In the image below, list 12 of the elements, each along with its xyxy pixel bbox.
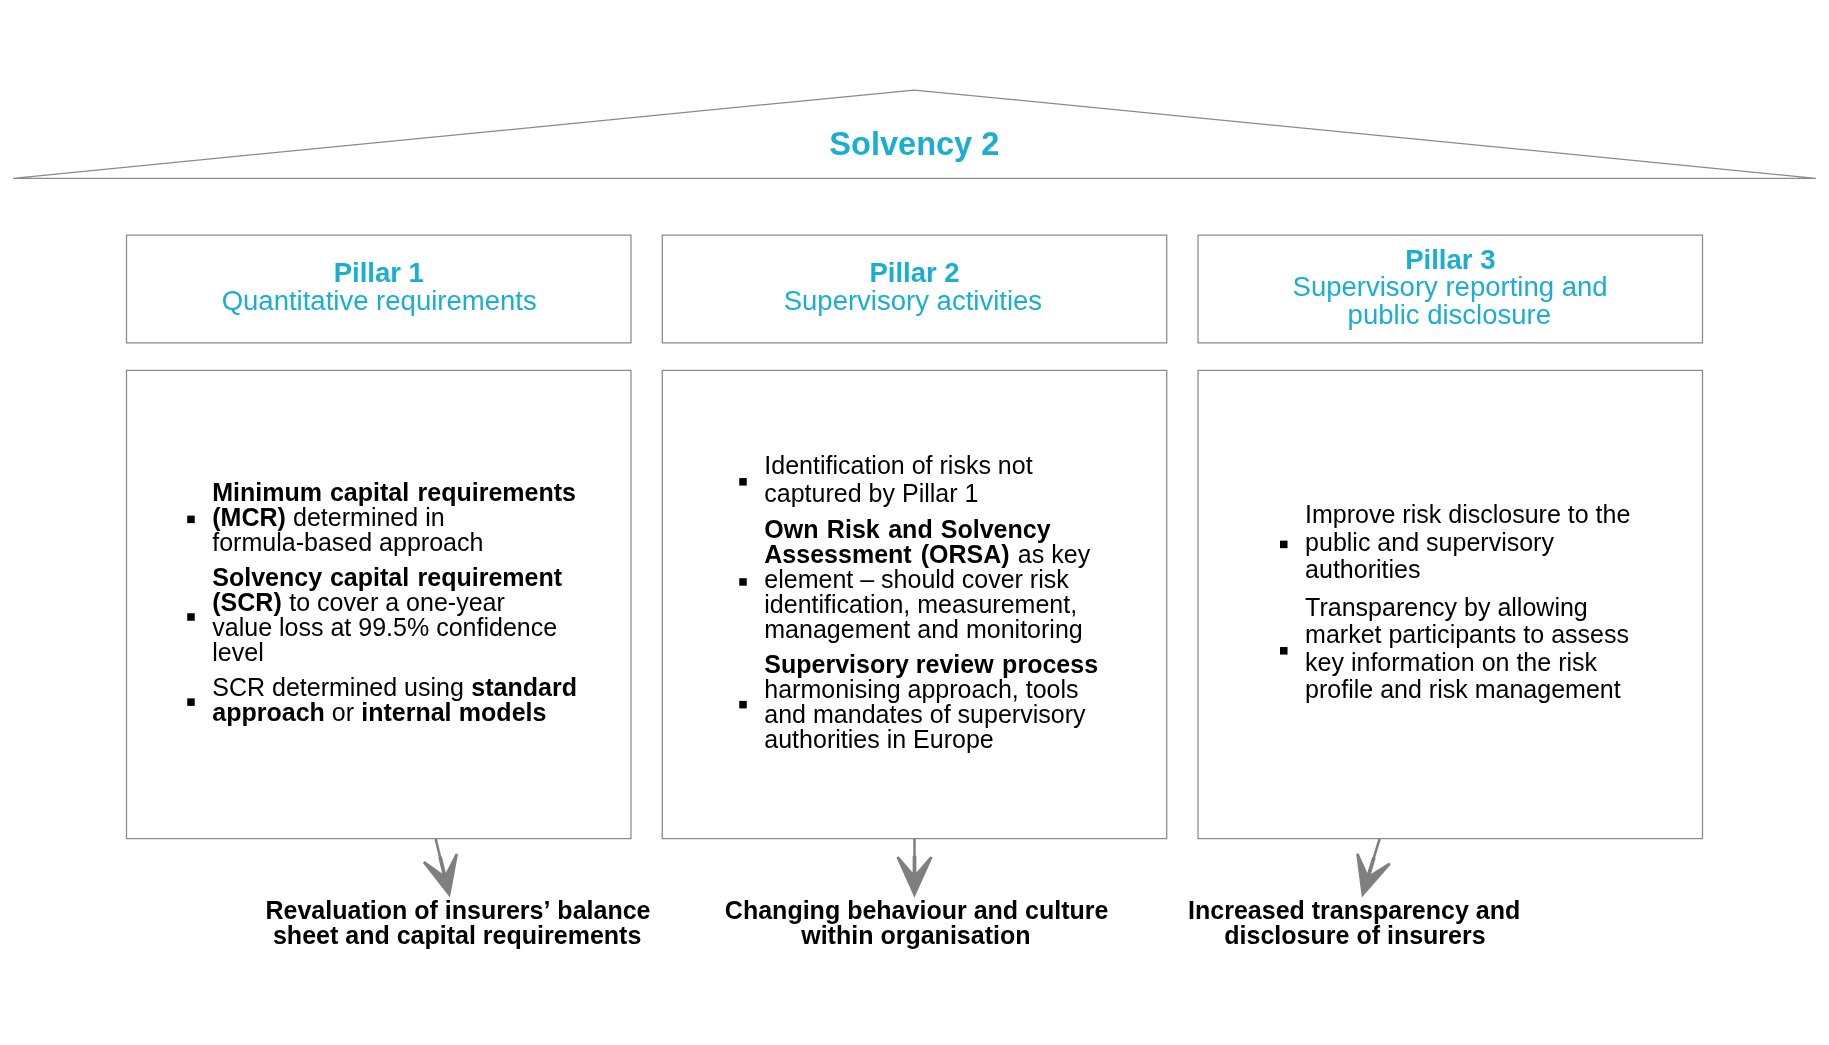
node-text: Increased transparency and disclosure of insurers [1188,895,1521,949]
node-box: Identification of risks not captured by Pillar 1 Own Risk and Solvency Assessment (ORSA) as key element – should cover risk identification, measurement, management and monitoring Supervisory review process harmonising approach, tools and mandates of supervisory authorities in Europe [661,369,1168,840]
node-box: Pillar 2 Supervisory activities [661,234,1168,344]
node-text: Changing behaviour and culture within organisation [724,895,1109,949]
node-text: Revaluation of insurers’ balance sheet and capital requirements [265,895,651,949]
arrow [1356,838,1391,896]
arrow [896,838,933,896]
node-box: Pillar 3 Supervisory reporting and public disclosure [1197,234,1704,344]
arrow [422,838,458,896]
node-box: Pillar 1 Quantitative requirements [125,234,632,344]
node-box: Minimum capital requirements (MCR) determined in formula-based approach Solvency capital requirement (SCR) to cover a one-year value loss at 99.5% confidence level SCR determined using standard approach or internal models [125,369,632,840]
node-box: Improve risk disclosure to the public and supervisory authorities Transparency by allowing market participants to assess key information on the risk profile and risk management [1197,369,1704,840]
